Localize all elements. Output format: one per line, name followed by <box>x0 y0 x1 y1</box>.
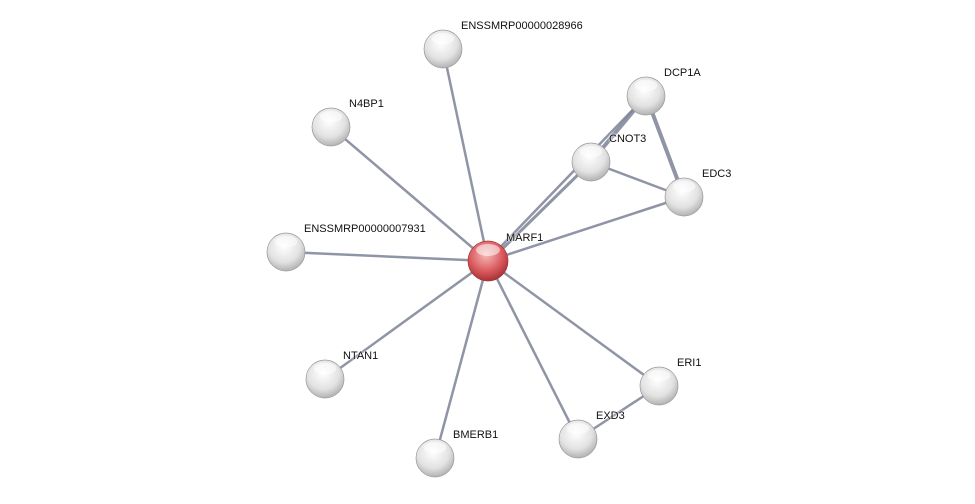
node-label-enssmrp00000028966[interactable]: ENSSMRP00000028966 <box>461 20 583 32</box>
node-label-eri1[interactable]: ERI1 <box>677 357 702 369</box>
node-highlight <box>566 422 590 435</box>
node-highlight <box>634 79 658 92</box>
node-highlight <box>647 369 671 382</box>
edge-marf1-enssmrp00000007931 <box>285 250 489 263</box>
node-highlight <box>579 145 603 158</box>
edge-marf1-cnot3 <box>489 160 593 262</box>
edge-marf1-exd3 <box>486 260 580 440</box>
edge-marf1-n4bp1 <box>330 126 489 262</box>
edge-marf1-eri1 <box>487 259 660 388</box>
node-highlight <box>672 180 696 193</box>
node-label-marf1[interactable]: MARF1 <box>506 232 544 244</box>
node-label-dcp1a[interactable]: DCP1A <box>664 67 701 79</box>
edge-marf1-ntan1 <box>324 259 489 381</box>
edge-marf1-dcp1a <box>484 95 647 264</box>
node-highlight <box>319 110 343 123</box>
node-highlight <box>431 32 455 45</box>
edge-marf1-enssmrp00000028966 <box>441 48 490 262</box>
node-label-cnot3[interactable]: CNOT3 <box>609 133 647 145</box>
node-label-edc3[interactable]: EDC3 <box>702 168 732 180</box>
node-highlight <box>274 235 298 248</box>
node-highlight <box>313 362 337 375</box>
node-highlight <box>423 441 447 454</box>
edge-marf1-bmerb1 <box>433 260 490 459</box>
node-highlight <box>476 244 500 256</box>
node-label-ntan1[interactable]: NTAN1 <box>343 350 379 362</box>
node-label-n4bp1[interactable]: N4BP1 <box>349 98 384 110</box>
edge-marf1-edc3 <box>487 195 685 263</box>
node-label-bmerb1[interactable]: BMERB1 <box>453 429 499 441</box>
node-label-exd3[interactable]: EXD3 <box>596 410 625 422</box>
node-label-enssmrp00000007931[interactable]: ENSSMRP00000007931 <box>304 223 426 235</box>
